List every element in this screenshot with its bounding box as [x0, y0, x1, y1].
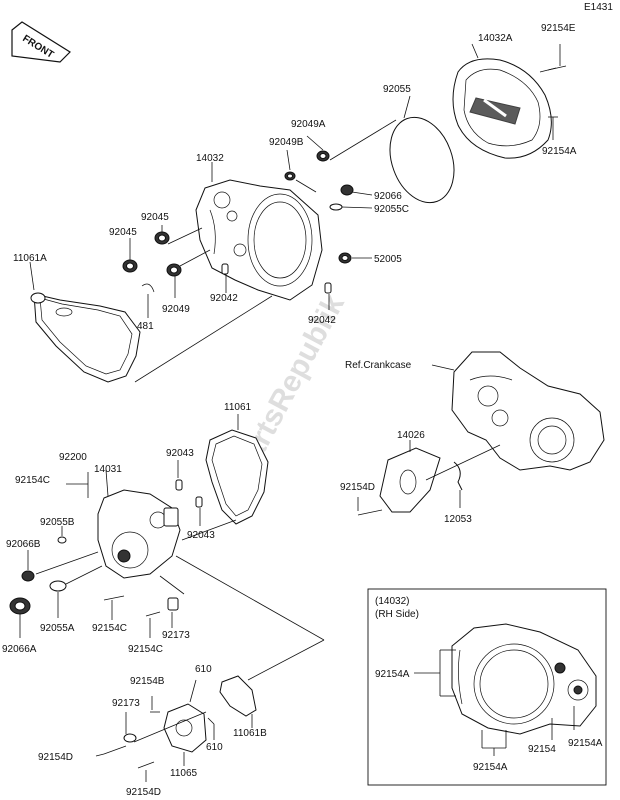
- label-11061B: 11061B: [233, 728, 267, 739]
- gasket-ring: [389, 116, 455, 204]
- crankcase-reference: [451, 351, 605, 471]
- label-92154D-a: 92154D: [340, 482, 375, 493]
- label-52005: 52005: [374, 254, 402, 265]
- inset-label-92154: 92154: [528, 744, 556, 755]
- label-92049: 92049: [162, 304, 190, 315]
- label-14032A: 14032A: [478, 33, 513, 44]
- label-92055A: 92055A: [40, 623, 75, 634]
- label-92154A-top: 92154A: [542, 146, 577, 157]
- label-92066: 92066: [374, 191, 402, 202]
- breather-92173: [167, 597, 179, 611]
- label-92055B: 92055B: [40, 517, 75, 528]
- plug-92066B: [21, 570, 35, 582]
- label-92154D-b: 92154D: [38, 752, 73, 763]
- o-ring-92055B: [57, 536, 67, 544]
- circlip-481: [141, 283, 155, 293]
- reference-label: Ref.Crankcase: [345, 360, 412, 371]
- inset-label-92154A-left: 92154A: [375, 669, 410, 680]
- label-92173-a: 92173: [162, 630, 190, 641]
- inset-label-92154A-right: 92154A: [568, 738, 603, 749]
- label-610-a: 610: [195, 664, 212, 675]
- label-11065: 11065: [170, 768, 198, 779]
- cover-14026: [379, 447, 441, 513]
- label-92154C-c: 92154C: [128, 644, 163, 655]
- label-481: 481: [137, 321, 154, 332]
- label-92043-a: 92043: [166, 448, 194, 459]
- label-610-b: 610: [206, 742, 223, 753]
- cover-11065: [163, 703, 207, 753]
- inset-label-92154A-bottom: 92154A: [473, 762, 508, 773]
- gasket-11061: [205, 429, 269, 525]
- label-92042-a: 92042: [210, 293, 238, 304]
- o-ring-92055A: [49, 580, 67, 592]
- diagram-code: E1431: [584, 2, 613, 13]
- plug-92066: [340, 184, 354, 196]
- label-92066A: 92066A: [2, 644, 37, 655]
- label-92049A: 92049A: [291, 119, 326, 130]
- label-92154D-c: 92154D: [126, 787, 161, 798]
- gasket-11061B: [219, 675, 257, 717]
- generator-cover: [97, 489, 181, 579]
- label-14032: 14032: [196, 153, 224, 164]
- clutch-cover: [195, 179, 323, 301]
- dowel-92043-b: [195, 496, 203, 508]
- front-arrow-icon: FRONT: [11, 21, 71, 63]
- inset-box: [367, 588, 607, 786]
- label-14031: 14031: [94, 464, 122, 475]
- label-92154C-a: 92154C: [15, 475, 50, 486]
- dowel-pin-92042-a: [221, 263, 229, 275]
- clutch-outer-cover: [452, 58, 552, 159]
- inset-part-ref: (14032): [375, 596, 409, 607]
- dowel-pin-92042-b: [324, 282, 332, 294]
- label-92154C-b: 92154C: [92, 623, 127, 634]
- label-92154E: 92154E: [541, 23, 576, 34]
- label-11061: 11061: [224, 402, 252, 413]
- inset-cover-rh: [451, 623, 597, 735]
- label-92154B: 92154B: [130, 676, 165, 687]
- label-92045-b: 92045: [109, 227, 137, 238]
- label-92055: 92055: [383, 84, 411, 95]
- label-12053: 12053: [444, 514, 472, 525]
- label-92045-a: 92045: [141, 212, 169, 223]
- label-92042-b: 92042: [308, 315, 336, 326]
- guide-12053: [453, 461, 463, 491]
- label-92049B: 92049B: [269, 137, 304, 148]
- breather-92173-b: [123, 733, 137, 743]
- label-14026: 14026: [397, 430, 425, 441]
- dowel-92043-a: [175, 479, 183, 491]
- label-92066B: 92066B: [6, 539, 41, 550]
- inset-side: (RH Side): [375, 609, 419, 620]
- label-92173-b: 92173: [112, 698, 140, 709]
- label-92055C: 92055C: [374, 204, 409, 215]
- label-92043-b: 92043: [187, 530, 215, 541]
- gasket-11061A: [33, 293, 141, 383]
- label-92200: 92200: [59, 452, 87, 463]
- label-11061A: 11061A: [13, 253, 47, 264]
- o-ring-92055C: [329, 203, 343, 211]
